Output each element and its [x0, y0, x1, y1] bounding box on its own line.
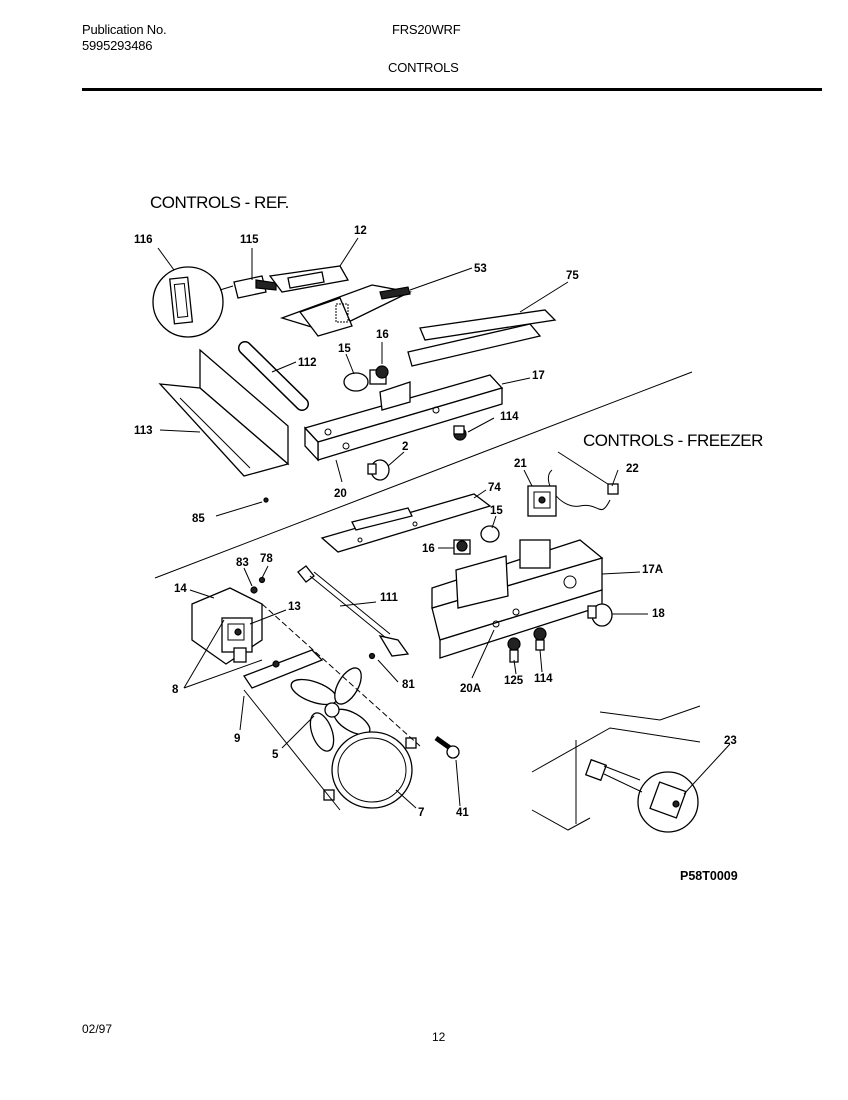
part-125-switch — [507, 637, 521, 663]
section-title: CONTROLS — [388, 60, 459, 75]
part-17-panel — [303, 374, 504, 462]
part-115-connector — [233, 275, 277, 299]
part-112-tube — [238, 341, 309, 411]
callout-16-ref: 16 — [376, 329, 389, 341]
part-12-bracket — [268, 265, 350, 293]
callout-53: 53 — [474, 263, 487, 275]
part-7-fan-ring — [323, 731, 417, 809]
callout-labels: 116 115 12 53 75 112 15 16 17 113 114 2 … — [134, 225, 737, 819]
part-15-16-freezer-lamp — [453, 525, 500, 555]
callout-5: 5 — [272, 749, 279, 761]
callout-14: 14 — [174, 583, 187, 595]
part-111-harness — [297, 565, 410, 657]
footer-date: 02/97 — [82, 1022, 113, 1036]
callout-15-freezer: 15 — [490, 505, 503, 517]
publication-number: 5995293486 — [82, 38, 153, 53]
part-41-screw — [434, 735, 460, 759]
part-5-fan-blade — [290, 667, 371, 752]
callout-41: 41 — [456, 807, 469, 819]
callout-23: 23 — [724, 735, 737, 747]
callout-111: 111 — [380, 592, 399, 604]
callout-15-ref: 15 — [338, 343, 351, 355]
part-116-detail — [152, 266, 234, 338]
callout-114-ref: 114 — [500, 411, 519, 423]
callout-13: 13 — [288, 601, 301, 613]
part-113-trough — [158, 348, 290, 477]
callout-16-freezer: 16 — [422, 543, 435, 555]
callout-112: 112 — [298, 357, 317, 369]
leader-lines — [157, 237, 731, 809]
part-23-detail — [531, 705, 701, 833]
page-number: 12 — [432, 1030, 446, 1044]
callout-113: 113 — [134, 425, 153, 437]
part-114-freezer-knob — [533, 627, 547, 651]
part-74-cover — [320, 493, 492, 553]
callout-22: 22 — [626, 463, 639, 475]
callout-18: 18 — [652, 608, 665, 620]
part-22-wire — [547, 451, 619, 511]
publication-label: Publication No. — [82, 22, 167, 37]
part-78-screw — [258, 576, 266, 584]
callout-81: 81 — [402, 679, 415, 691]
header-rule — [82, 88, 822, 91]
callout-125: 125 — [504, 675, 524, 687]
group-title-ref: CONTROLS - REF. — [150, 193, 289, 212]
part-17A-panel — [431, 539, 604, 659]
callout-116: 116 — [134, 234, 153, 246]
part-2-knob — [367, 459, 390, 481]
part-18-knob — [587, 603, 613, 627]
callout-115: 115 — [240, 234, 259, 246]
separator-line — [154, 371, 693, 579]
callout-7: 7 — [418, 807, 424, 819]
callout-17A: 17A — [642, 564, 663, 576]
callout-17: 17 — [532, 370, 545, 382]
diagram-code: P58T0009 — [680, 869, 738, 883]
part-114-knob — [453, 425, 467, 441]
callout-20A: 20A — [460, 683, 481, 695]
callout-83: 83 — [236, 557, 249, 569]
part-75-cover — [407, 309, 557, 367]
callout-21: 21 — [514, 458, 527, 470]
assembly-axis-2 — [243, 689, 341, 811]
group-title-freezer: CONTROLS - FREEZER — [583, 431, 763, 450]
part-13-14-motor — [191, 587, 263, 665]
callout-9: 9 — [234, 733, 240, 745]
callout-75: 75 — [566, 270, 579, 282]
callout-12: 12 — [354, 225, 367, 237]
callout-78: 78 — [260, 553, 273, 565]
part-15-16-lamp — [343, 365, 389, 392]
part-81-screw — [368, 652, 376, 660]
callout-85: 85 — [192, 513, 205, 525]
callout-20: 20 — [334, 488, 347, 500]
callout-8: 8 — [172, 684, 179, 696]
part-83-screw — [250, 586, 258, 594]
callout-114-freezer: 114 — [534, 673, 553, 685]
part-8-bracket — [243, 649, 324, 689]
part-85-screw — [263, 497, 269, 503]
model-number: FRS20WRF — [392, 22, 461, 37]
part-53-housing — [279, 284, 413, 337]
part-21-thermostat — [527, 485, 557, 517]
callout-2: 2 — [402, 441, 408, 453]
callout-74: 74 — [488, 482, 501, 494]
